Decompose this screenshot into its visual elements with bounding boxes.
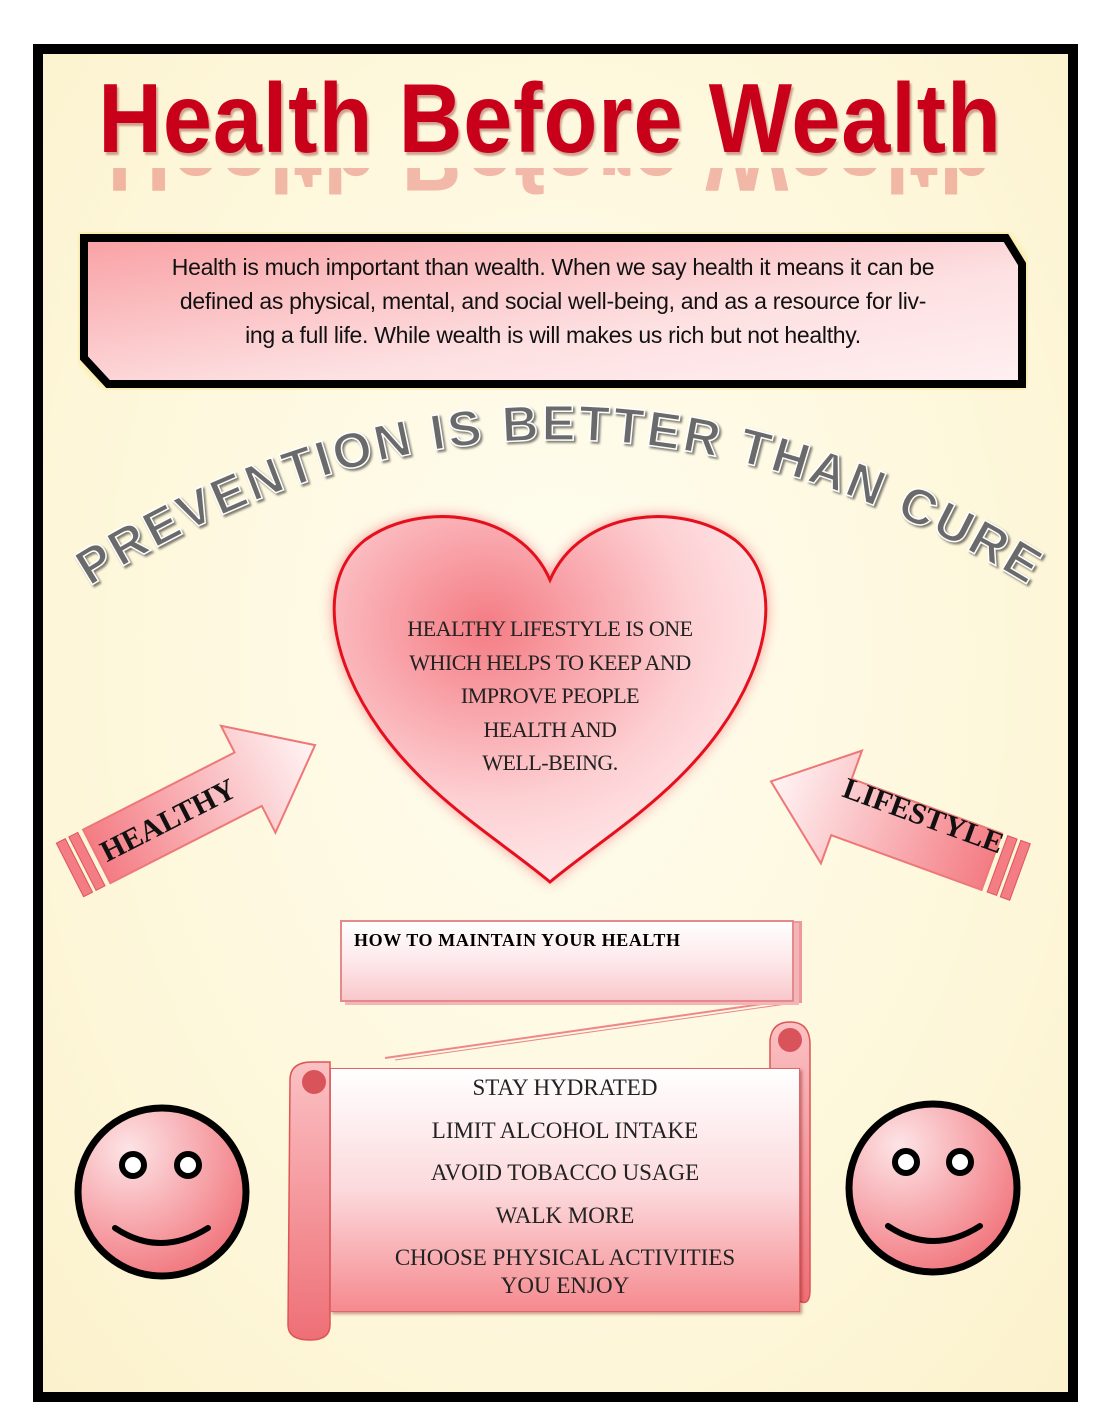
tip-item: STAY HYDRATED (472, 1075, 658, 1100)
lifestyle-arrow: LIFESTYLE (769, 749, 1031, 901)
intro-text: Health is much important than wealth. Wh… (171, 254, 935, 348)
tip-item: CHOOSE PHYSICAL ACTIVITIES YOU ENJOY (394, 1245, 736, 1298)
howto-heading-box: HOW TO MAINTAIN YOUR HEALTH (340, 920, 794, 1002)
tip-item: AVOID TOBACCO USAGE (430, 1160, 700, 1185)
smiley-face-left-icon (74, 1104, 250, 1280)
heart-icon (332, 515, 768, 884)
poster-title: Health Before Wealth (98, 63, 1002, 173)
howto-heading: HOW TO MAINTAIN YOUR HEALTH (354, 930, 681, 950)
intro-box: Health is much important than wealth. Wh… (78, 232, 1028, 390)
heart-text: HEALTHY LIFESTYLE IS ONE WHICH HELPS TO … (407, 616, 693, 775)
healthy-arrow: HEALTHY (55, 724, 317, 898)
tip-item: WALK MORE (495, 1202, 635, 1228)
tips-panel: STAY HYDRATED LIMIT ALCOHOL INTAKE AVOID… (330, 1068, 800, 1312)
tip-item: LIMIT ALCOHOL INTAKE (431, 1117, 699, 1143)
smiley-face-right-icon (845, 1100, 1021, 1276)
